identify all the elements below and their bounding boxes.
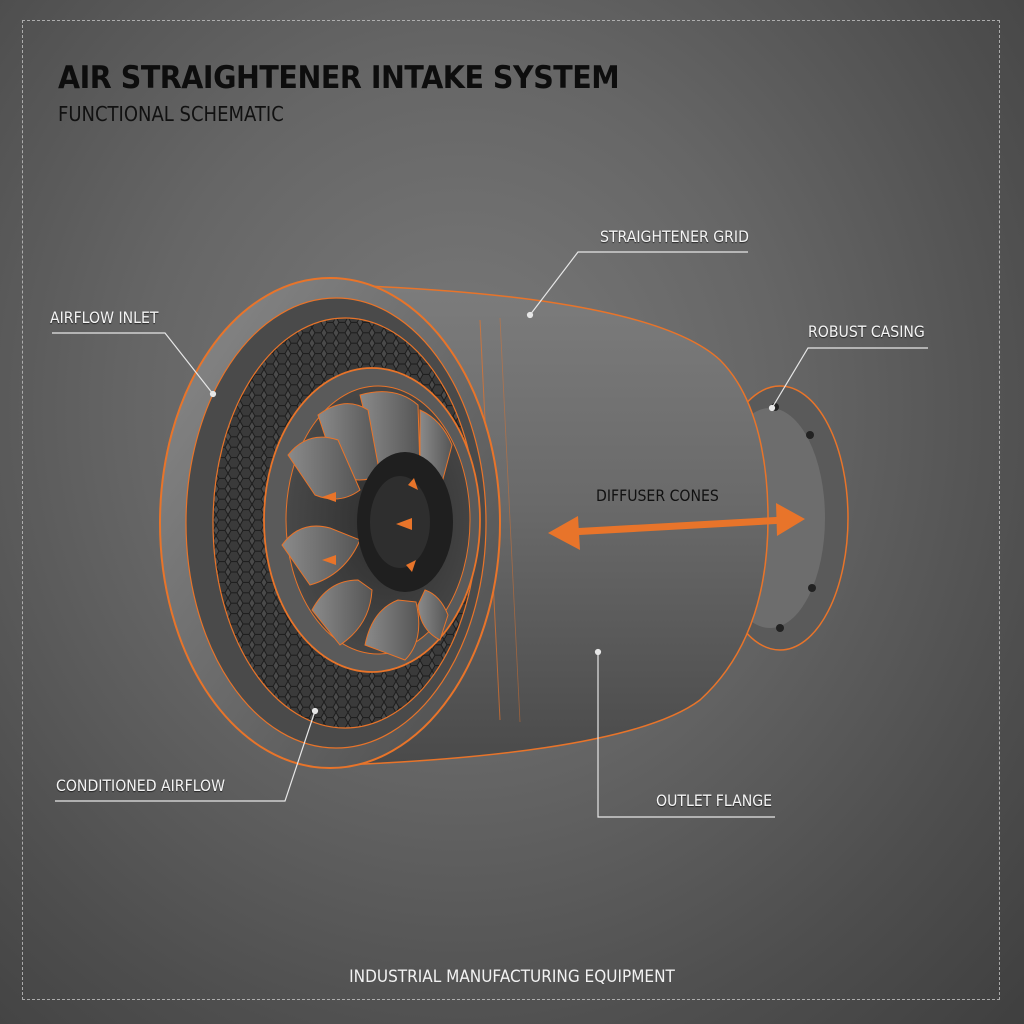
footer-caption: INDUSTRIAL MANUFACTURING EQUIPMENT [349, 967, 675, 987]
flow-arrow-markers [322, 478, 418, 572]
callout-diffuser-cones: DIFFUSER CONES [596, 486, 719, 505]
leader-lines [52, 251, 928, 818]
diffuser-cone [311, 579, 373, 646]
callout-airflow-inlet: AIRFLOW INLET [50, 308, 159, 327]
page-subtitle: FUNCTIONAL SCHEMATIC [58, 102, 284, 126]
diffuser-cones [281, 391, 453, 661]
callout-robust-casing: ROBUST CASING [808, 322, 925, 341]
dashed-border-frame [22, 20, 1000, 1000]
callout-outlet-flange: OUTLET FLANGE [656, 791, 773, 810]
page-title: AIR STRAIGHTENER INTAKE SYSTEM [58, 60, 620, 96]
callout-conditioned-airflow: CONDITIONED AIRFLOW [56, 776, 226, 795]
airflow-direction-arrow [548, 503, 805, 550]
callout-straightener-grid: STRAIGHTENER GRID [600, 227, 749, 246]
diffuser-cone [364, 599, 420, 661]
diffuser-cone [417, 589, 449, 641]
